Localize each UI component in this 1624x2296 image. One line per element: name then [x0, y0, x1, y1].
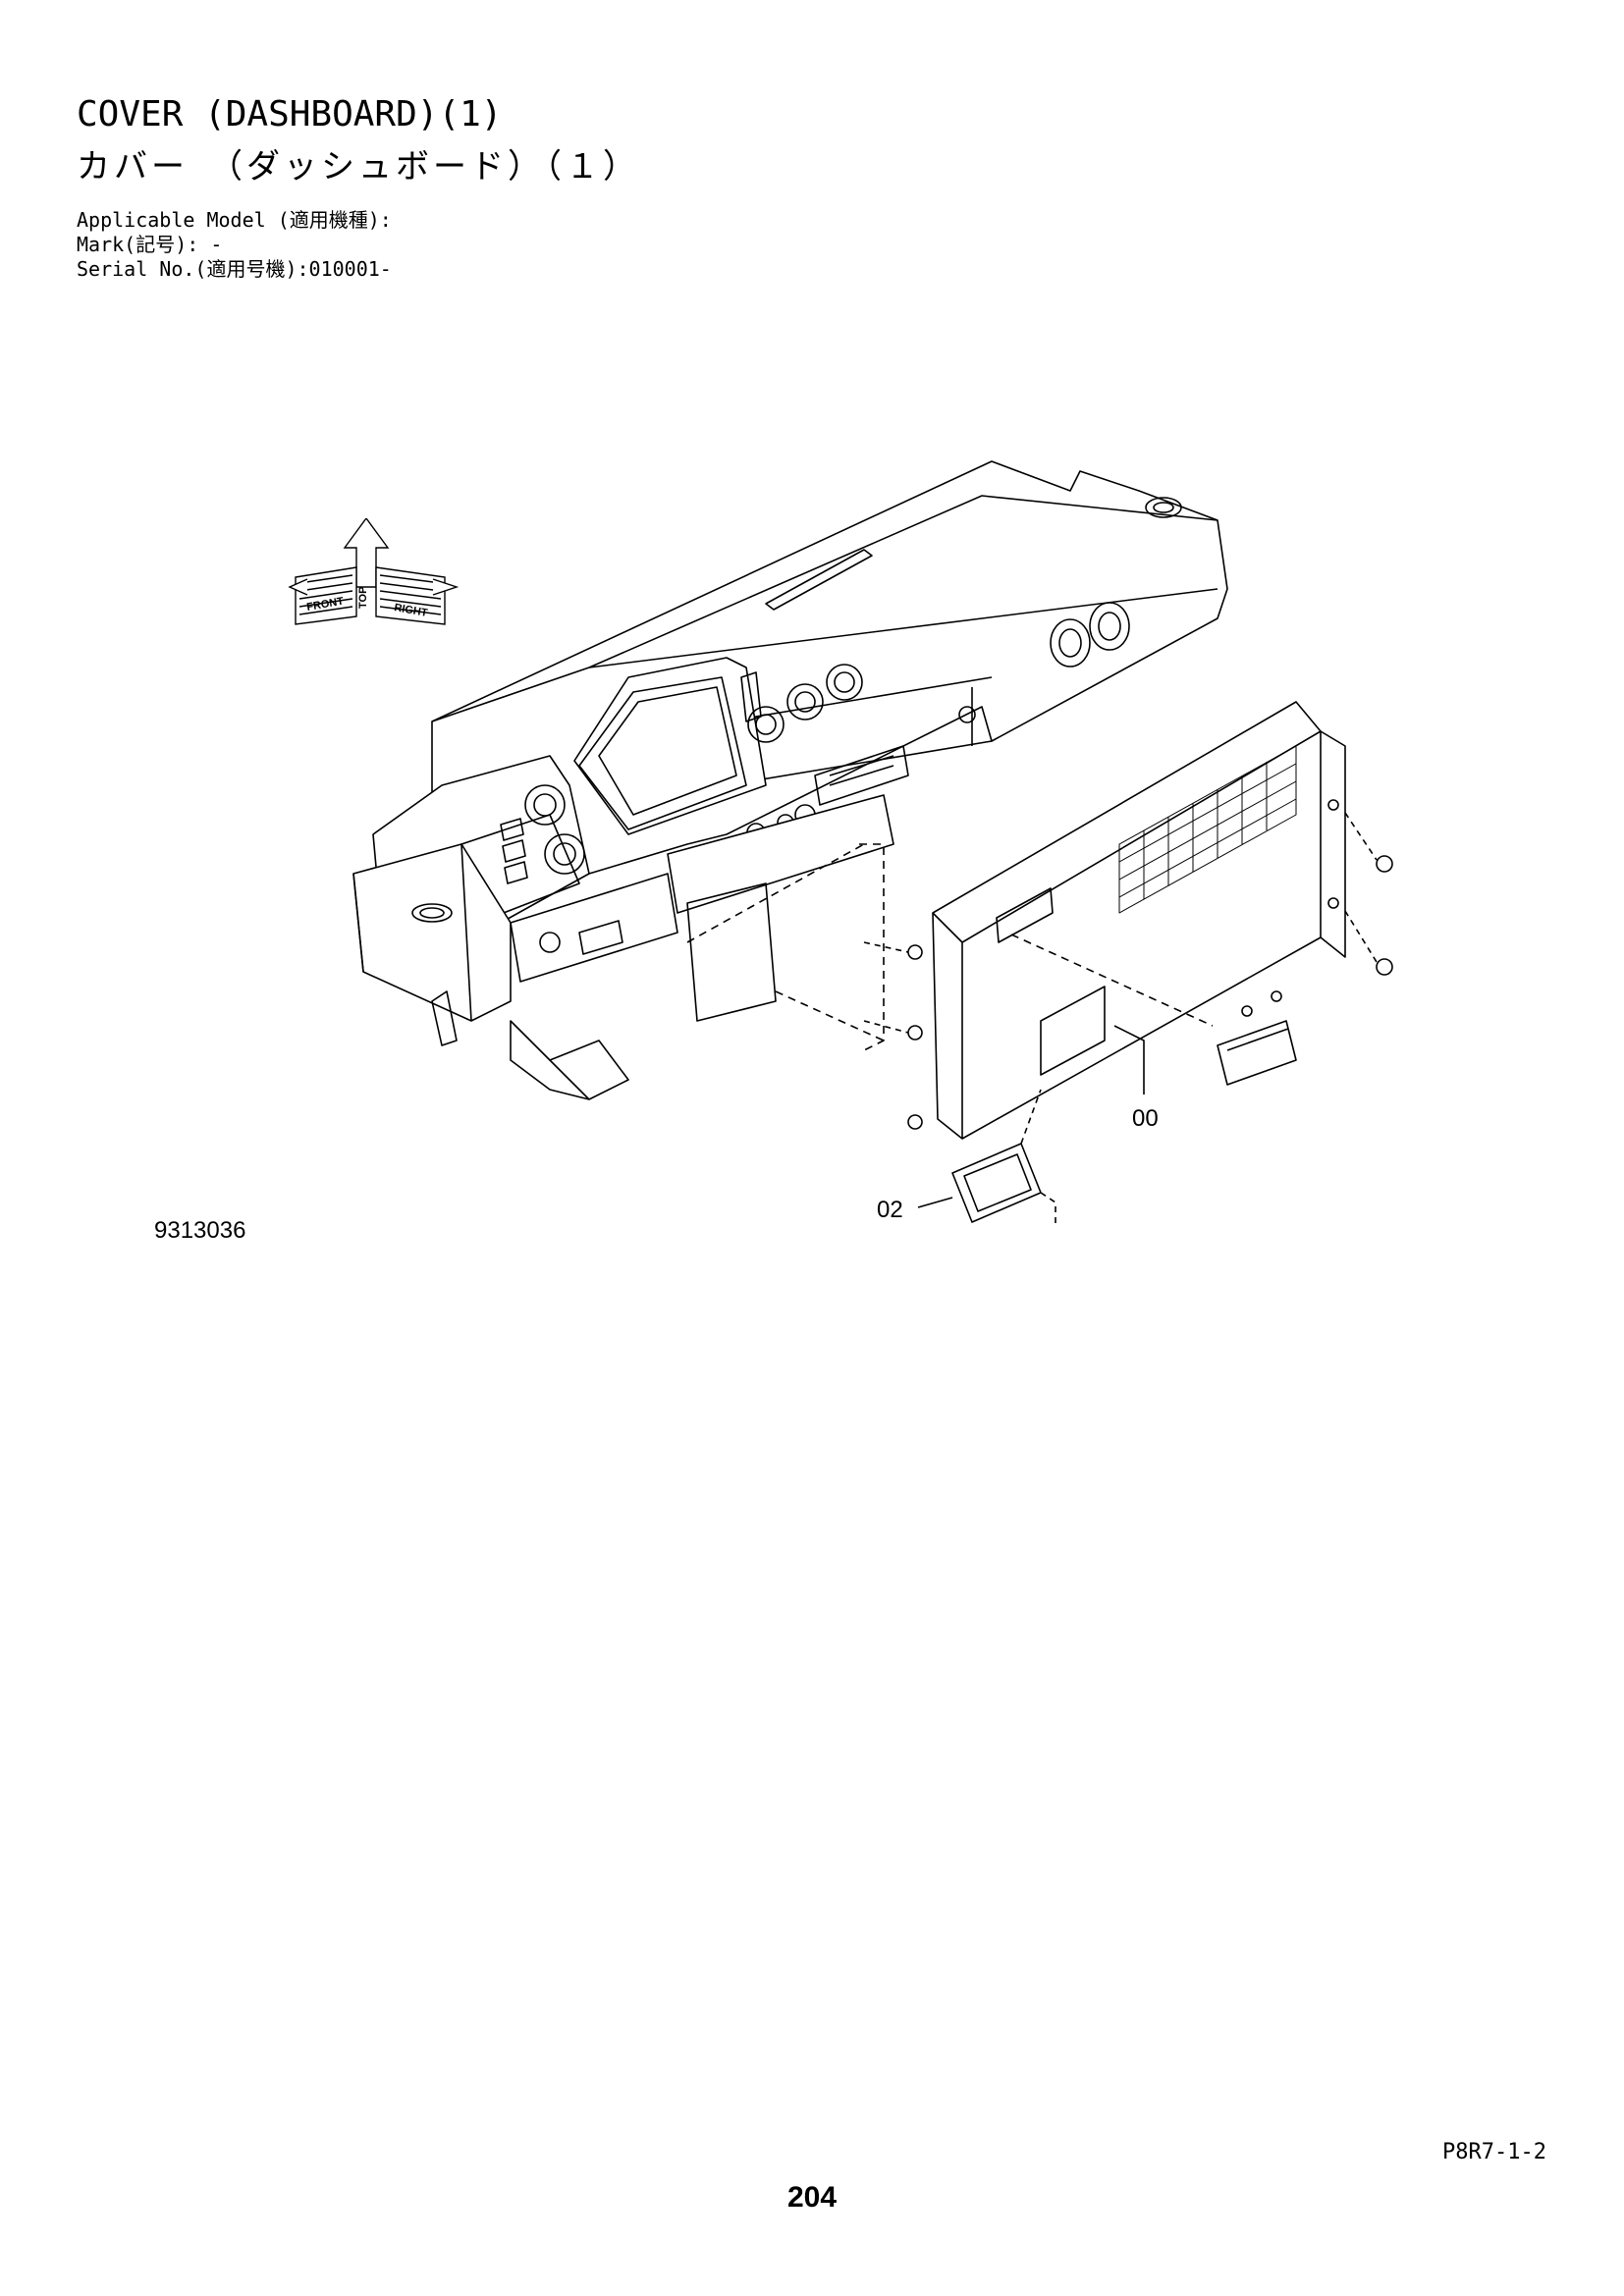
page-code: P8R7-1-2 [1442, 2140, 1546, 2164]
title-japanese: カバー （ダッシュボード）（１） [77, 147, 640, 187]
mark-label: Mark(記号): - [77, 233, 223, 256]
page-number: 204 [786, 2181, 838, 2214]
applicable-model-label: Applicable Model (適用機種): [77, 208, 392, 232]
orientation-arrows-icon: FRONT RIGHT TOP [288, 518, 460, 625]
serial-number-label: Serial No.(適用号機):010001- [77, 257, 392, 281]
orientation-right-label: RIGHT [393, 602, 428, 619]
figure-number: 9313036 [154, 1217, 246, 1244]
dashboard-exploded-drawing: 00 02 [352, 460, 1393, 1227]
orientation-top-label: TOP [357, 587, 369, 609]
callout-00: 00 [1132, 1105, 1159, 1132]
title-english: COVER (DASHBOARD)(1) [77, 94, 503, 134]
callout-02: 02 [877, 1197, 903, 1223]
